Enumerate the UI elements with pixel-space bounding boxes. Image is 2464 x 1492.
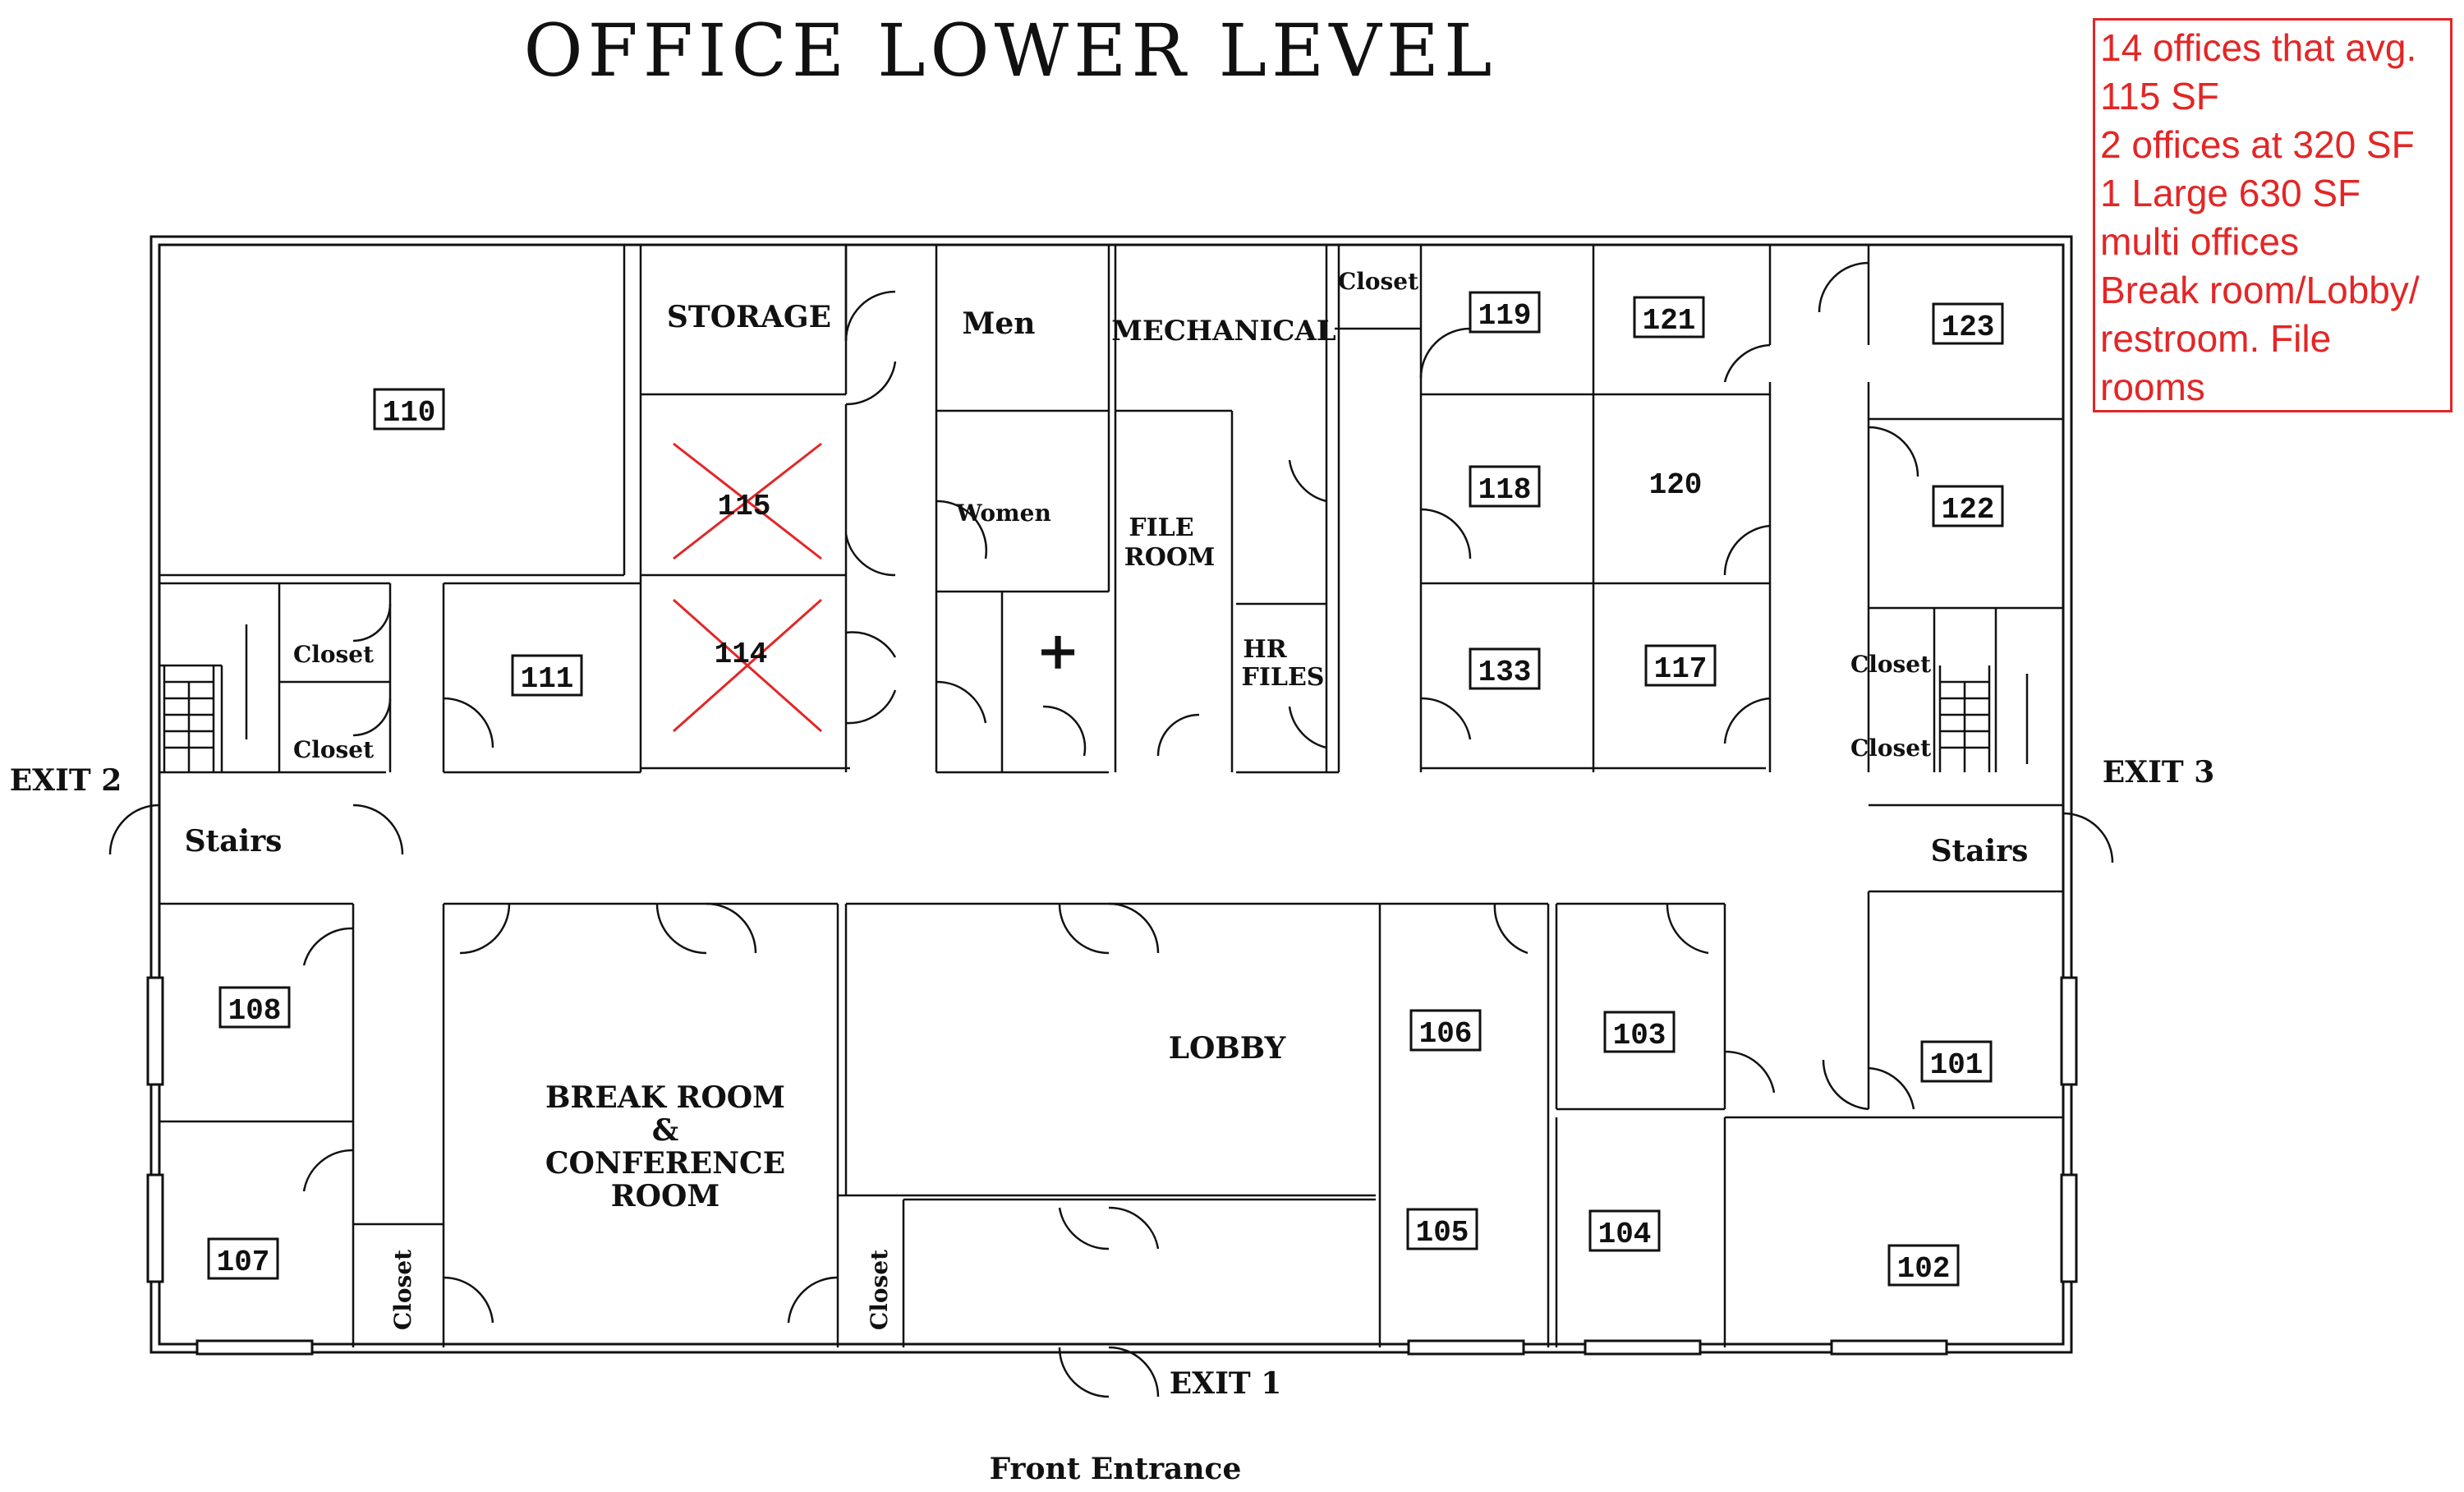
room-108: 108 [228,994,282,1028]
interior-walls [159,243,2063,1347]
room-107: 107 [217,1246,270,1279]
stairs-right-symbol [1938,665,2029,772]
room-104: 104 [1598,1218,1652,1251]
break-room-label-4: ROOM [611,1179,720,1213]
exit-2-label: EXIT 2 [10,763,122,798]
closet-label-vertical-left: Closet [389,1250,416,1330]
room-118: 118 [1478,473,1532,507]
note-line: 2 offices at 320 SF [2100,123,2415,166]
room-110: 110 [383,396,436,430]
room-106: 106 [1419,1017,1473,1051]
note-line: 115 SF [2100,75,2219,117]
exit-1-label: EXIT 1 [1170,1366,1282,1401]
closet-label-left-upper: Closet [293,641,374,668]
note-line: 14 offices that avg. [2100,26,2417,69]
break-room-label-3: CONFERENCE [545,1146,785,1181]
storage-label: STORAGE [667,300,831,334]
room-123: 123 [1942,311,1995,344]
note-line: multi offices [2100,220,2300,263]
file-room-label-1: FILE [1129,513,1193,542]
note-line: 1 Large 630 SF [2100,172,2361,214]
room-105: 105 [1416,1216,1469,1250]
closet-label-right-lower: Closet [1850,734,1931,762]
room-119: 119 [1478,299,1532,333]
closet-label-left-lower: Closet [293,736,374,763]
windows [146,976,2078,1356]
note-line: rooms [2100,366,2205,408]
notes-box: 14 offices that avg. 115 SF 2 offices at… [2093,18,2453,412]
crossed-out-marks [673,442,822,733]
closet-label-right-upper: Closet [1850,651,1931,678]
stairs-label-left: Stairs [185,824,283,859]
room-102: 102 [1897,1252,1951,1286]
room-labels: STORAGE Men Women MECHANICAL FILE ROOM H… [10,268,2215,1486]
plan-title: OFFICE LOWER LEVEL [524,8,1497,93]
mechanical-label: MECHANICAL [1111,315,1336,348]
front-entrance-label: Front Entrance [990,1452,1242,1486]
men-label: Men [963,306,1036,341]
stairs-left-symbol [163,624,248,772]
break-room-label-2: & [652,1113,679,1148]
note-line: Break room/Lobby/ [2100,269,2420,311]
room-121: 121 [1643,304,1696,338]
women-label: Women [955,500,1051,527]
note-line: restroom. File [2100,317,2332,360]
room-111: 111 [521,662,574,696]
break-room-label-1: BREAK ROOM [545,1080,785,1115]
closet-label-vertical-mid: Closet [866,1250,893,1330]
exterior-walls [149,235,2073,1354]
door-swings [108,261,2114,1398]
room-114: 114 [715,638,768,671]
room-101: 101 [1930,1048,1984,1082]
file-room-label-2: ROOM [1124,543,1215,572]
stairs-label-right: Stairs [1931,834,2029,868]
room-115: 115 [718,490,771,523]
closet-label-mech: Closet [1338,268,1418,295]
room-117: 117 [1654,652,1708,686]
room-133: 133 [1478,656,1532,689]
room-120: 120 [1649,468,1703,502]
first-aid-symbol: + [1036,620,1080,682]
exit-3-label: EXIT 3 [2103,755,2215,790]
hr-files-label-2: FILES [1242,663,1325,692]
hr-files-label-1: HR [1243,635,1287,664]
room-103: 103 [1613,1019,1666,1052]
lobby-label: LOBBY [1169,1031,1287,1066]
room-numbers: 110 111 115 114 108 107 106 105 103 104 … [207,291,2004,1287]
room-122: 122 [1942,493,1995,527]
